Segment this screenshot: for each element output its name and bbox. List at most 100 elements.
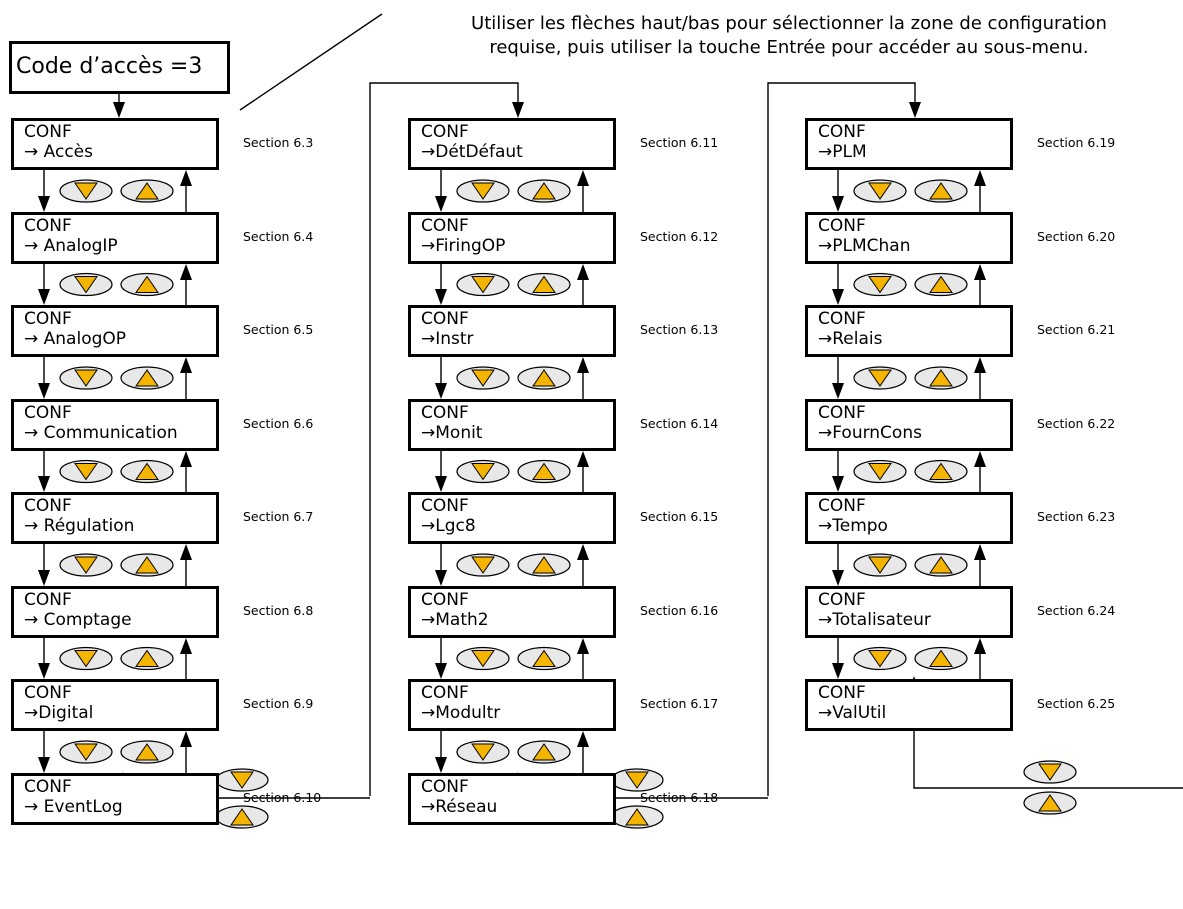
section-reference: Section 6.4 bbox=[243, 229, 314, 244]
menu-box-param: →PLMChan bbox=[818, 236, 911, 256]
menu-box: CONF→Réseau bbox=[408, 773, 616, 825]
access-code-box: Code d’accès =3 bbox=[9, 41, 230, 94]
down-arrow-key-icon[interactable] bbox=[853, 553, 907, 577]
down-arrow-key-icon[interactable] bbox=[59, 179, 113, 203]
down-arrowhead bbox=[435, 663, 447, 679]
menu-box-param: →FiringOP bbox=[421, 236, 506, 256]
up-arrow-key-icon[interactable] bbox=[517, 740, 571, 764]
menu-box-title: CONF bbox=[818, 309, 866, 329]
up-arrowhead bbox=[974, 638, 986, 654]
access-code-value: 3 bbox=[188, 54, 203, 79]
up-arrow-key-icon[interactable] bbox=[517, 272, 571, 297]
up-arrow-key-icon[interactable] bbox=[610, 805, 664, 829]
up-arrow-key-icon[interactable] bbox=[120, 646, 174, 671]
up-arrow-key-icon[interactable] bbox=[914, 179, 968, 203]
section-reference: Section 6.22 bbox=[1037, 416, 1116, 431]
section-reference: Section 6.18 bbox=[640, 790, 719, 805]
menu-box-title: CONF bbox=[421, 216, 469, 236]
down-arrow-key-icon[interactable] bbox=[853, 366, 907, 390]
down-arrow-key-icon[interactable] bbox=[456, 553, 510, 577]
menu-box: CONF→FiringOP bbox=[408, 212, 616, 264]
menu-box: CONF→ Communication bbox=[11, 399, 219, 451]
menu-box-title: CONF bbox=[818, 590, 866, 610]
up-arrow-key-icon[interactable] bbox=[120, 553, 174, 577]
menu-box-param: →ValUtil bbox=[818, 703, 887, 723]
down-arrow-key-icon[interactable] bbox=[456, 459, 510, 484]
up-arrowhead bbox=[180, 357, 192, 373]
menu-box: CONF→DétDéfaut bbox=[408, 118, 616, 170]
down-arrow-key-icon[interactable] bbox=[59, 459, 113, 484]
menu-box-param: →Instr bbox=[421, 329, 474, 349]
down-arrow-key-icon[interactable] bbox=[853, 459, 907, 484]
up-arrow-key-icon[interactable] bbox=[120, 272, 174, 297]
menu-box: CONF→FournCons bbox=[805, 399, 1013, 451]
down-arrow-key-icon[interactable] bbox=[59, 272, 113, 297]
menu-box-param: →Tempo bbox=[818, 516, 888, 536]
up-arrow-key-icon[interactable] bbox=[517, 459, 571, 484]
up-arrow-key-icon[interactable] bbox=[914, 366, 968, 390]
up-arrow-key-icon[interactable] bbox=[517, 646, 571, 671]
up-arrow-key-icon[interactable] bbox=[215, 805, 269, 829]
section-reference: Section 6.24 bbox=[1037, 603, 1116, 618]
down-arrowhead bbox=[832, 383, 844, 399]
down-arrow-key-icon[interactable] bbox=[456, 272, 510, 297]
menu-box-param: →Monit bbox=[421, 423, 483, 443]
menu-box-title: CONF bbox=[24, 309, 72, 329]
down-arrowhead bbox=[38, 196, 50, 212]
menu-box: CONF→Relais bbox=[805, 305, 1013, 357]
menu-box-title: CONF bbox=[421, 683, 469, 703]
down-arrow-key-icon[interactable] bbox=[59, 646, 113, 671]
menu-box: CONF→ AnalogOP bbox=[11, 305, 219, 357]
down-arrow-key-icon[interactable] bbox=[59, 553, 113, 577]
up-arrow-key-icon[interactable] bbox=[120, 459, 174, 484]
down-arrow-key-icon[interactable] bbox=[59, 740, 113, 764]
down-arrow-key-icon[interactable] bbox=[456, 366, 510, 390]
up-arrow-key-icon[interactable] bbox=[914, 646, 968, 671]
up-arrow-key-icon[interactable] bbox=[120, 740, 174, 764]
down-arrow-key-icon[interactable] bbox=[853, 646, 907, 671]
down-arrow-key-icon[interactable] bbox=[456, 740, 510, 764]
section-reference: Section 6.6 bbox=[243, 416, 314, 431]
menu-box: CONF→ValUtil bbox=[805, 679, 1013, 731]
menu-box-param: →Lgc8 bbox=[421, 516, 476, 536]
up-arrowhead bbox=[974, 264, 986, 280]
menu-box-param: →FournCons bbox=[818, 423, 922, 443]
menu-box: CONF→ Comptage bbox=[11, 586, 219, 638]
down-arrowhead bbox=[832, 196, 844, 212]
down-arrowhead bbox=[435, 196, 447, 212]
menu-box-param: →Relais bbox=[818, 329, 883, 349]
down-arrow-key-icon[interactable] bbox=[853, 272, 907, 297]
up-arrow-key-icon[interactable] bbox=[120, 366, 174, 390]
up-arrow-key-icon[interactable] bbox=[517, 179, 571, 203]
section-reference: Section 6.25 bbox=[1037, 696, 1116, 711]
menu-box-title: CONF bbox=[24, 122, 72, 142]
up-arrowhead bbox=[974, 451, 986, 467]
menu-box-title: CONF bbox=[818, 216, 866, 236]
up-arrow-key-icon[interactable] bbox=[914, 459, 968, 484]
section-reference: Section 6.7 bbox=[243, 509, 314, 524]
down-arrow-key-icon[interactable] bbox=[215, 768, 269, 792]
up-arrowhead bbox=[577, 544, 589, 560]
menu-box-param: → Comptage bbox=[24, 610, 132, 630]
down-arrow-key-icon[interactable] bbox=[59, 366, 113, 390]
up-arrow-key-icon[interactable] bbox=[914, 553, 968, 577]
down-arrow-key-icon[interactable] bbox=[610, 768, 664, 792]
up-arrow-key-icon[interactable] bbox=[1023, 791, 1077, 815]
up-arrow-key-icon[interactable] bbox=[517, 553, 571, 577]
up-arrow-key-icon[interactable] bbox=[914, 272, 968, 297]
menu-box-title: CONF bbox=[421, 777, 469, 797]
up-arrowhead bbox=[974, 357, 986, 373]
up-arrowhead bbox=[577, 451, 589, 467]
down-arrow-key-icon[interactable] bbox=[456, 179, 510, 203]
up-arrow-key-icon[interactable] bbox=[517, 366, 571, 390]
up-arrowhead bbox=[577, 638, 589, 654]
down-arrowhead bbox=[38, 570, 50, 586]
down-arrow-key-icon[interactable] bbox=[853, 179, 907, 203]
down-arrow-key-icon[interactable] bbox=[456, 646, 510, 671]
down-arrow-key-icon[interactable] bbox=[1023, 760, 1077, 784]
menu-box-title: CONF bbox=[818, 403, 866, 423]
section-reference: Section 6.12 bbox=[640, 229, 719, 244]
up-arrow-key-icon[interactable] bbox=[120, 179, 174, 203]
up-arrowhead bbox=[180, 451, 192, 467]
